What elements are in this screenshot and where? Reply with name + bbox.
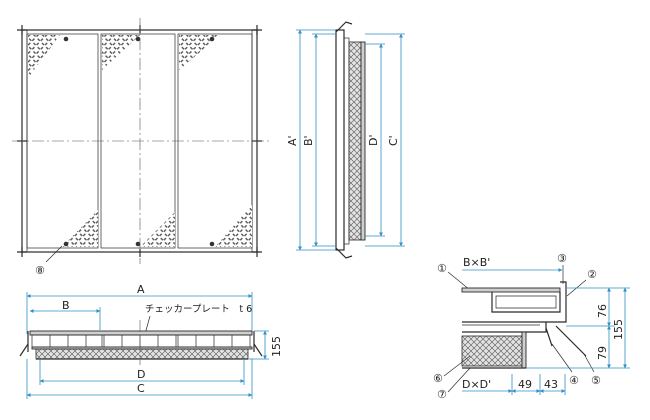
callout-1: ① [437,262,447,275]
front-insulation [35,348,249,360]
label-checker-plate: チェッカープレート t 6 [145,304,252,315]
front-section-view: A B チェッカープレート t 6 155 D [19,283,283,399]
side-anchors [335,21,353,259]
front-base-plate [31,346,253,350]
detail-lid-frame [491,292,561,313]
callout-4: ④ [569,374,579,387]
dim-155-left-ext [248,330,269,360]
side-plate [360,41,366,241]
checker-patch [28,35,60,78]
checker-patch [179,35,220,70]
detail-base-plate [462,321,547,333]
dim-a-prime-ext [296,29,336,251]
checker-patch [102,35,140,70]
label-76: 76 [596,304,609,318]
label-155-right: 155 [612,319,625,340]
plan-bolts [63,36,215,247]
side-frame [335,29,345,251]
detail-top-plate [461,287,561,293]
detail-insulation [461,335,523,367]
label-dxd: D×D' [462,378,491,391]
label-79: 79 [596,346,609,360]
dim-c-ext [26,359,253,399]
plan-view: ⑧ [12,18,270,277]
label-bxb: B×B' [463,256,490,269]
callout-4-leader [551,343,573,373]
callout-5-leader [583,353,595,373]
callout-6: ⑥ [433,372,443,385]
callout-3: ③ [557,252,567,265]
side-lid-edge [343,37,350,245]
label-49: 49 [518,378,532,391]
front-lid-ribs [49,335,233,347]
label-43: 43 [544,378,558,391]
side-section-view: A' B' D' C' [286,21,405,259]
label-b-prime: B' [302,135,315,146]
side-insulation [348,41,362,241]
label-b: B [62,299,70,312]
callout-5: ⑤ [591,374,601,387]
dim-d-ext [39,359,245,385]
front-walls [27,331,255,352]
front-top-plate [29,330,253,336]
detail-anchor [545,325,587,357]
callout-8-leader [45,245,63,263]
label-c: C [137,382,145,395]
front-lid-left [31,334,103,348]
callout-2: ② [587,268,597,281]
checker-patch [62,210,98,247]
dim-c-prime-ext [365,33,405,247]
label-d-prime: D' [367,135,380,147]
label-c-prime: C' [387,135,400,146]
checker-patch [215,205,252,247]
label-d: D [137,368,145,381]
checker-patch [140,212,175,247]
detail-view: B×B' ① ③ ② ④ ⑤ ⑥ ⑦ D×D' [433,252,630,401]
label-155-left: 155 [270,336,283,357]
callout-8: ⑧ [35,264,45,277]
dim-a-ext [26,292,253,334]
callout-7: ⑦ [437,388,447,401]
dim-right-ext [526,287,630,369]
front-anchors [19,343,263,357]
detail-lid-inner [495,295,557,309]
dim-d-prime-ext [365,43,385,237]
label-a: A [137,283,145,296]
callout-1-leader [447,271,471,291]
callout-6-leader [443,355,471,377]
dim-b-prime-ext [312,33,336,247]
label-a-prime: A' [286,135,299,146]
detail-side-plate [521,331,527,369]
callout-7-leader [447,367,471,393]
